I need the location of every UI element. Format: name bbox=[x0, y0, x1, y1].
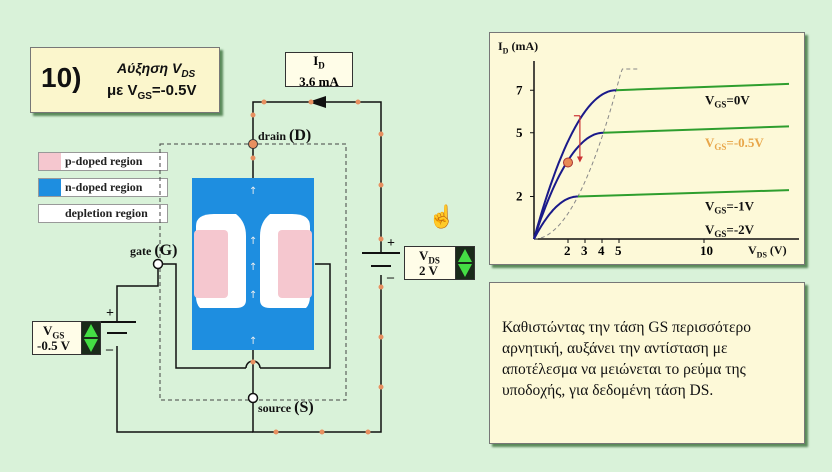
legend-depletion: depletion region bbox=[38, 204, 168, 223]
battery-vds bbox=[362, 252, 400, 267]
vds-label: VDS bbox=[419, 248, 440, 266]
x-tick-label: 3 bbox=[581, 243, 588, 258]
drain-label: drain (D) bbox=[258, 127, 312, 144]
vds-stepper[interactable] bbox=[455, 246, 475, 280]
legend-swatch bbox=[39, 205, 61, 222]
vds-decrease-button[interactable] bbox=[458, 264, 472, 277]
curve-triode bbox=[533, 195, 578, 240]
y-tick-label: 7 bbox=[516, 82, 523, 97]
drain-terminal bbox=[248, 139, 258, 149]
title-line-1: Αύξηση VDS bbox=[117, 60, 196, 80]
legend-n-doped: n-doped region bbox=[38, 178, 168, 197]
drop-marker-arrow bbox=[576, 156, 583, 163]
pinch-off-parabola bbox=[533, 68, 640, 240]
gate-label: gate (G) bbox=[130, 242, 178, 259]
svg-text:↑: ↑ bbox=[249, 262, 257, 273]
x-tick-label: 4 bbox=[598, 243, 605, 258]
pointer-hand-icon: ☝ bbox=[428, 204, 456, 229]
svg-text:↑: ↑ bbox=[249, 336, 257, 347]
operating-point-marker bbox=[563, 157, 573, 168]
gate-terminal bbox=[152, 258, 164, 270]
vds-plus-sign: + bbox=[387, 236, 395, 251]
jfet-circuit: ↑ ↑ ↑ ↑ ↑ bbox=[98, 96, 400, 435]
step-number: 10) bbox=[41, 62, 82, 93]
curve-saturation bbox=[616, 82, 790, 92]
title-box: 10) Αύξηση VDS με VGS=-0.5V bbox=[30, 47, 220, 113]
battery-vgs bbox=[98, 321, 136, 334]
curve-saturation bbox=[577, 189, 790, 198]
legend-swatch bbox=[39, 153, 61, 170]
vds-increase-button[interactable] bbox=[458, 249, 472, 262]
series-label: VGS=-0.5V bbox=[705, 135, 764, 152]
series-label: VGS=-1V bbox=[705, 199, 755, 216]
svg-text:↑: ↑ bbox=[249, 236, 257, 247]
p-region-left bbox=[194, 230, 228, 298]
id-label: ID bbox=[313, 53, 325, 71]
y-axis-label: ID (mA) bbox=[498, 39, 539, 56]
x-tick-label: 2 bbox=[564, 243, 571, 258]
x-tick-label: 10 bbox=[700, 243, 713, 258]
legend-label: n-doped region bbox=[65, 180, 143, 194]
svg-text:↑: ↑ bbox=[249, 186, 257, 197]
curve-triode bbox=[533, 89, 617, 240]
id-value: 3.6 mA bbox=[299, 73, 339, 89]
vgs-decrease-button[interactable] bbox=[84, 339, 98, 352]
vgs-plus-sign: + bbox=[106, 306, 114, 321]
explanation-text: Καθιστώντας την τάση GS περισσότερο αρνη… bbox=[502, 319, 752, 399]
y-tick-label: 5 bbox=[516, 125, 523, 140]
vgs-display: VGS -0.5 V bbox=[32, 321, 82, 355]
x-axis-label: VDS (V) bbox=[748, 243, 787, 260]
curve-saturation bbox=[603, 125, 790, 134]
vgs-value: -0.5 V bbox=[37, 338, 70, 353]
vds-value: 2 V bbox=[419, 263, 438, 278]
legend-p-doped: p-doped region bbox=[38, 152, 168, 171]
legend-label: depletion region bbox=[65, 206, 148, 220]
svg-text:↑: ↑ bbox=[249, 290, 257, 301]
y-tick-label: 2 bbox=[516, 189, 523, 204]
vgs-increase-button[interactable] bbox=[84, 324, 98, 337]
legend-label: p-doped region bbox=[65, 154, 143, 168]
vds-minus-sign: – bbox=[387, 270, 394, 285]
source-terminal bbox=[247, 392, 259, 404]
explanation-box: Καθιστώντας την τάση GS περισσότερο αρνη… bbox=[489, 282, 805, 444]
vgs-label: VGS bbox=[43, 323, 65, 341]
source-label: source (S) bbox=[258, 399, 314, 416]
series-label: VGS=0V bbox=[705, 92, 750, 109]
p-region-right bbox=[278, 230, 312, 298]
title-line-2: με VGS=-0.5V bbox=[107, 82, 197, 102]
vds-display: VDS 2 V bbox=[404, 246, 456, 280]
x-tick-label: 5 bbox=[615, 243, 622, 258]
vgs-stepper[interactable] bbox=[81, 321, 101, 355]
legend-swatch bbox=[39, 179, 61, 196]
current-arrow bbox=[308, 96, 326, 108]
series-label: VGS=-2V bbox=[705, 222, 755, 239]
drain-current-display: ID 3.6 mA bbox=[285, 52, 353, 89]
curve-triode bbox=[533, 131, 604, 240]
electron-flow: ↑ ↑ ↑ ↑ ↑ bbox=[249, 186, 257, 347]
vgs-minus-sign: – bbox=[106, 342, 113, 357]
charge-dots bbox=[250, 99, 384, 435]
